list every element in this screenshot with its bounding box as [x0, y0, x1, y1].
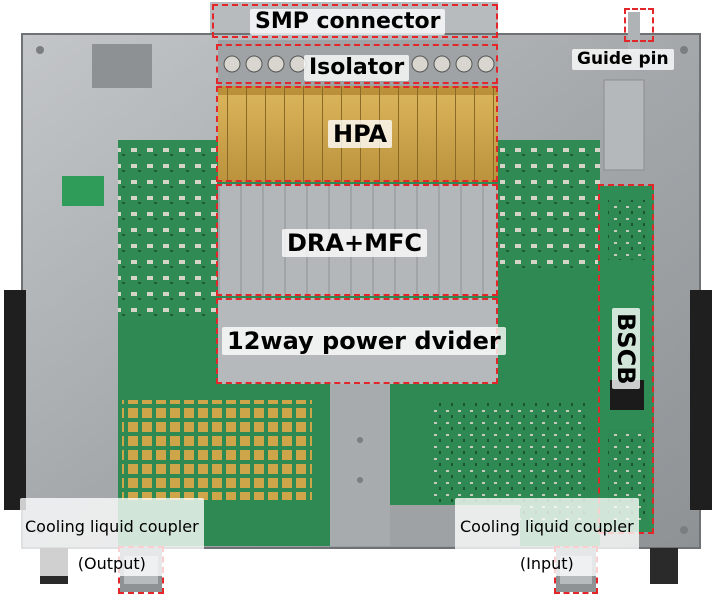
- guide-pin-box: [624, 8, 654, 42]
- coolant-input-line2: (Input): [519, 554, 574, 574]
- dra-mfc-label: DRA+MFC: [282, 229, 427, 257]
- hpa-box: [216, 86, 498, 182]
- isolator-label: Isolator: [304, 55, 410, 81]
- coolant-output-line1: Cooling liquid coupler: [25, 517, 199, 537]
- coolant-output-label: Cooling liquid coupler (Output): [20, 498, 204, 576]
- power-divider-label: 12way power dvider: [222, 327, 506, 355]
- coolant-output-line2: (Output): [77, 554, 146, 574]
- smp-connector-label: SMP connector: [250, 9, 446, 35]
- coolant-input-line1: Cooling liquid coupler: [460, 517, 634, 537]
- bscb-label-text: BSCB: [612, 313, 640, 385]
- dra-mfc-box: [216, 184, 498, 296]
- smp-connector-box: [212, 4, 498, 38]
- guide-pin-label: Guide pin: [572, 49, 674, 70]
- coolant-input-label: Cooling liquid coupler (Input): [455, 498, 639, 576]
- bscb-label: BSCB: [612, 308, 640, 390]
- isolator-box: [216, 44, 498, 84]
- hpa-label: HPA: [328, 120, 393, 148]
